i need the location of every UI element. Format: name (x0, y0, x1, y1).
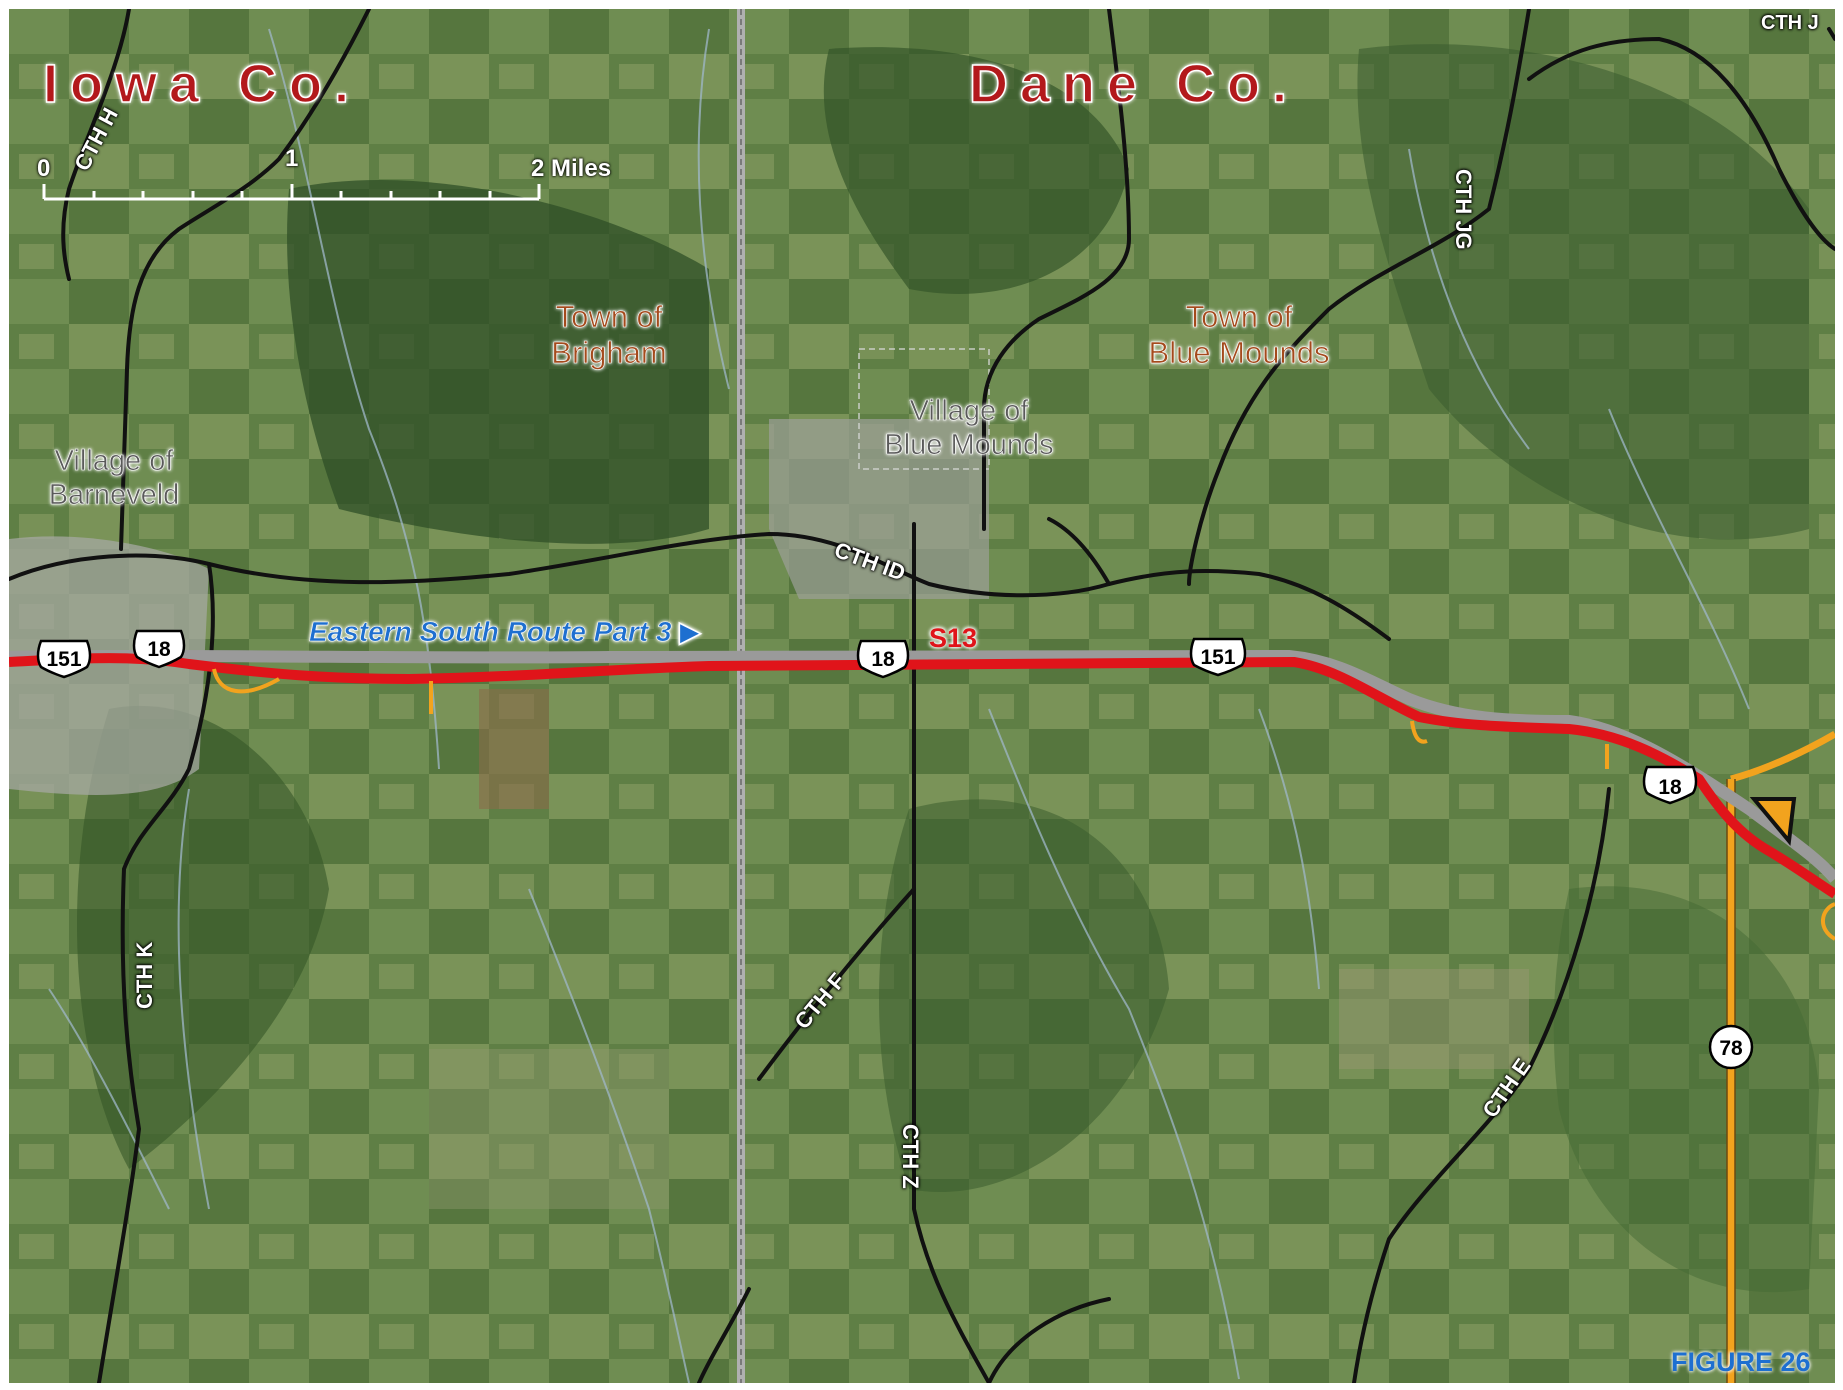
shield-us-151-west-text: 151 (46, 648, 81, 671)
county-label-east: Dane Co. (968, 54, 1300, 114)
road-south-center (987, 1297, 1111, 1383)
shield-us-18-east: 18 (1642, 765, 1698, 805)
town-label-line: Town of (1185, 299, 1293, 335)
scale-label-zero: 0 (37, 155, 51, 182)
road-cth-j (1527, 37, 1835, 251)
segment-label: S13 (929, 623, 978, 653)
triangle-marker (1749, 797, 1797, 846)
scale-label-two: 2 Miles (531, 155, 612, 182)
shield-us-151-east-text: 151 (1200, 646, 1235, 669)
village-outline (858, 348, 990, 470)
forest-patch (1553, 886, 1819, 1293)
town-label-line: Blue Mounds (1148, 335, 1330, 371)
forest-patch (879, 799, 1169, 1193)
road-cth-f (757, 887, 916, 1081)
road-label-cth-jg: CTH JG (1451, 169, 1476, 250)
town-label-line: Brigham (551, 335, 667, 371)
us-highway-gray (9, 649, 1835, 883)
town-label-blue-mounds: Town of Blue Mounds (1129, 299, 1349, 371)
road-east-mid (1047, 517, 1111, 586)
village-label-line: Barneveld (48, 479, 180, 512)
road-cth-k (97, 562, 215, 1383)
village-label-line: Village of (909, 395, 1029, 428)
road-label-cth-k: CTH K (132, 941, 157, 1009)
barneveld-area (9, 536, 209, 795)
blue-mounds-village-area (769, 419, 989, 599)
village-label-barneveld: Village of Barneveld (24, 444, 204, 512)
road-cth-j-east (1827, 27, 1835, 41)
shield-us-18-east-text: 18 (1658, 776, 1682, 799)
shield-us-151-west: 151 (36, 639, 92, 679)
map-canvas[interactable]: 151 18 18 151 18 78 Iowa Co. Dane Co. To… (9, 9, 1835, 1383)
field-patch (1339, 969, 1529, 1069)
road-cth-e (1352, 787, 1611, 1383)
interchanges (212, 668, 1835, 941)
shield-us-18-west: 18 (132, 629, 186, 669)
road-label-cth-z: CTH Z (898, 1124, 923, 1189)
forest-patch (1357, 44, 1809, 540)
village-label-blue-mounds: Village of Blue Mounds (869, 394, 1069, 462)
town-label-brigham: Town of Brigham (534, 299, 684, 371)
map-graphics: 151 18 18 151 18 78 (9, 9, 1835, 1383)
forest-patch (76, 705, 329, 1169)
shield-us-151-east: 151 (1189, 637, 1247, 677)
road-label-cth-j: CTH J (1761, 12, 1819, 34)
forest-patch (823, 47, 1129, 294)
field-patch (429, 1049, 669, 1209)
county-label-west: Iowa Co. (42, 54, 362, 114)
route-label-text: Eastern South Route Part 3 (309, 616, 672, 648)
village-label-line: Blue Mounds (884, 429, 1054, 462)
shield-us-18-west-text: 18 (147, 638, 171, 661)
state-highway-78 (1727, 730, 1835, 1383)
scale-bar (42, 184, 541, 201)
shield-us-18-center-text: 18 (871, 648, 895, 671)
shield-us-18-center: 18 (856, 639, 910, 679)
eastern-south-route (9, 653, 1835, 899)
road-south-west (697, 1287, 751, 1383)
road-cth-jg (1187, 9, 1531, 586)
road-cth-id-west (9, 532, 1391, 641)
road-cth-z (912, 522, 991, 1383)
field-patch (479, 689, 549, 809)
route-label: Eastern South Route Part 3 ▶ (309, 615, 701, 648)
scale-label-one: 1 (285, 145, 299, 172)
route-arrow-icon: ▶ (679, 616, 701, 648)
shield-wi-78-text: 78 (1719, 1037, 1743, 1060)
village-label-line: Village of (54, 445, 174, 478)
town-label-line: Town of (555, 299, 663, 335)
forest-patch (287, 180, 709, 544)
road-top-west (61, 9, 131, 281)
figure-label: FIGURE 26 (1671, 1347, 1811, 1377)
road-blue-mounds-north (982, 9, 1131, 531)
shield-wi-78: 78 (1708, 1024, 1754, 1070)
streams (48, 28, 1750, 1383)
